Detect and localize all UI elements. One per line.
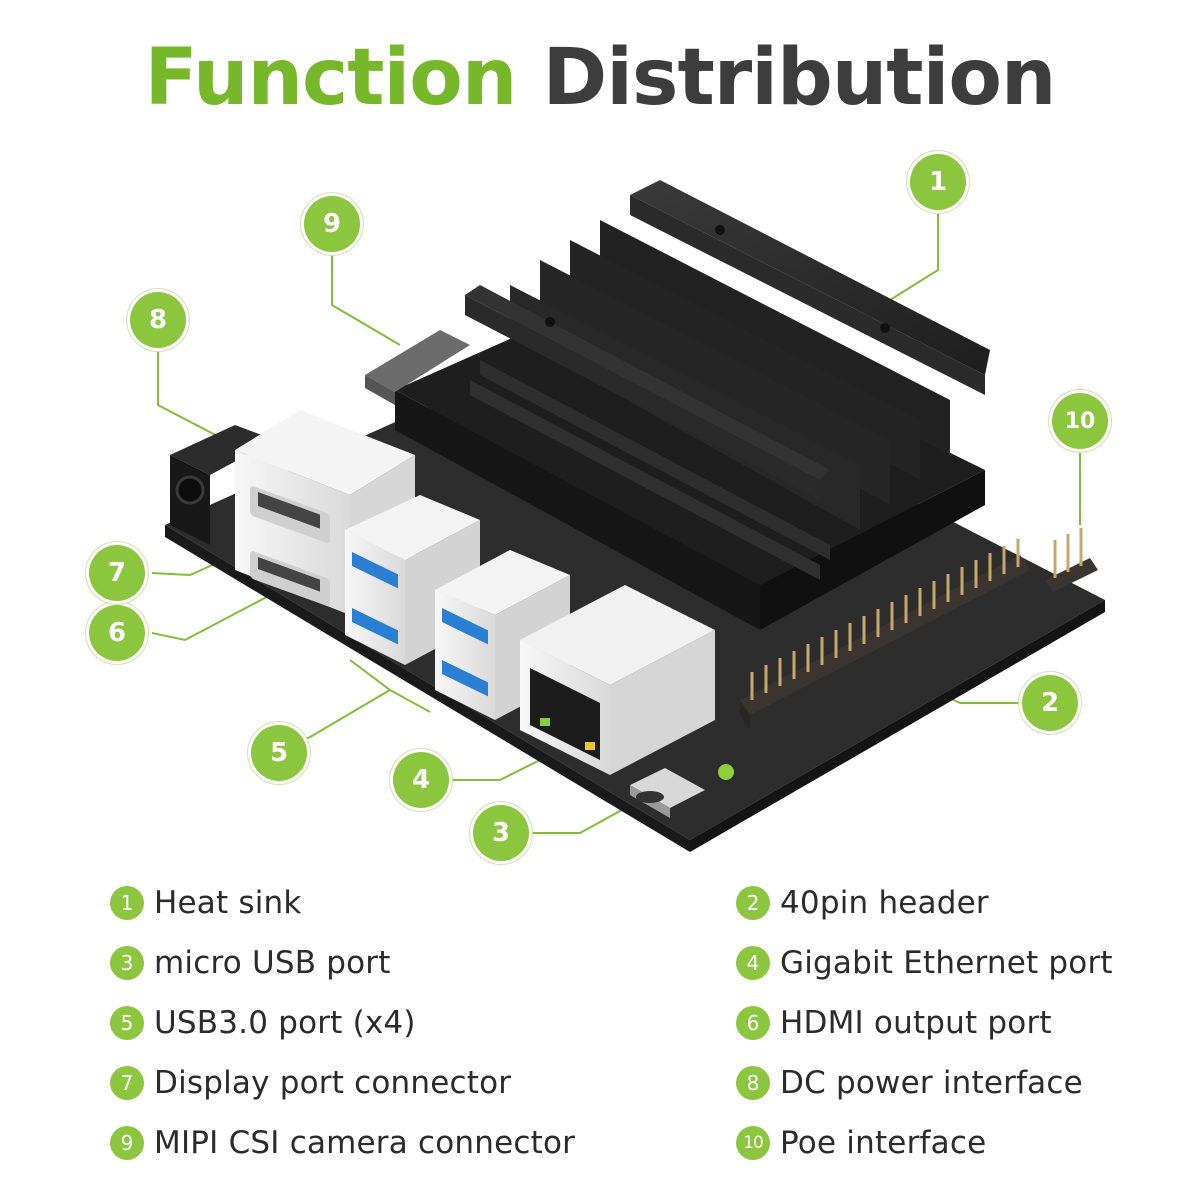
legend-num-3: 3 bbox=[110, 946, 144, 980]
legend-label-9: MIPI CSI camera connector bbox=[154, 1125, 576, 1161]
legend-label-6: HDMI output port bbox=[780, 1005, 1052, 1041]
legend-num-7: 7 bbox=[110, 1066, 144, 1100]
dc-jack bbox=[170, 425, 275, 545]
callout-7: 7 bbox=[89, 545, 145, 601]
title-part-1: Function bbox=[144, 33, 518, 123]
legend-item-4: 4 Gigabit Ethernet port bbox=[736, 943, 1113, 983]
callout-1: 1 bbox=[910, 154, 966, 210]
legend-item-10: 10 Poe interface bbox=[736, 1123, 986, 1163]
legend-item-3: 3 micro USB port bbox=[110, 943, 391, 983]
callout-3: 3 bbox=[473, 805, 529, 861]
legend-item-9: 9 MIPI CSI camera connector bbox=[110, 1123, 575, 1163]
legend-num-5: 5 bbox=[110, 1006, 144, 1040]
legend-label-3: micro USB port bbox=[154, 945, 391, 981]
legend-item-5: 5 USB3.0 port (x4) bbox=[110, 1003, 416, 1043]
legend-label-7: Display port connector bbox=[154, 1065, 512, 1101]
legend-label-8: DC power interface bbox=[780, 1065, 1083, 1101]
legend-label-2: 40pin header bbox=[780, 885, 989, 921]
heat-sink bbox=[395, 180, 990, 630]
legend-item-8: 8 DC power interface bbox=[736, 1063, 1083, 1103]
board-illustration bbox=[151, 180, 1105, 852]
legend-num-1: 1 bbox=[110, 886, 144, 920]
legend-num-6: 6 bbox=[736, 1006, 770, 1040]
legend-num-4: 4 bbox=[736, 946, 770, 980]
callout-9: 9 bbox=[304, 196, 360, 252]
legend-num-2: 2 bbox=[736, 886, 770, 920]
callout-10: 10 bbox=[1052, 393, 1108, 449]
csi-connector bbox=[365, 330, 470, 405]
callout-8: 8 bbox=[130, 292, 186, 348]
legend-label-4: Gigabit Ethernet port bbox=[780, 945, 1113, 981]
ethernet-port bbox=[520, 585, 715, 775]
legend-label-5: USB3.0 port (x4) bbox=[154, 1005, 416, 1041]
legend-item-2: 2 40pin header bbox=[736, 883, 989, 923]
title-part-2: Distribution bbox=[542, 33, 1057, 123]
legend-num-10: 10 bbox=[736, 1126, 770, 1160]
pin-header bbox=[740, 539, 1030, 730]
callout-5: 5 bbox=[251, 725, 307, 781]
legend-label-1: Heat sink bbox=[154, 885, 302, 921]
legend-item-7: 7 Display port connector bbox=[110, 1063, 511, 1103]
poe-header bbox=[1045, 528, 1098, 592]
callout-2: 2 bbox=[1022, 675, 1078, 731]
legend-num-8: 8 bbox=[736, 1066, 770, 1100]
callout-6: 6 bbox=[89, 605, 145, 661]
micro-usb-port bbox=[630, 768, 705, 818]
legend-num-9: 9 bbox=[110, 1126, 144, 1160]
legend-item-6: 6 HDMI output port bbox=[736, 1003, 1052, 1043]
led-indicator bbox=[718, 764, 734, 780]
legend-label-10: Poe interface bbox=[780, 1125, 987, 1161]
callout-4: 4 bbox=[393, 752, 449, 808]
legend-item-1: 1 Heat sink bbox=[110, 883, 302, 923]
page-title: Function Distribution bbox=[0, 28, 1200, 128]
